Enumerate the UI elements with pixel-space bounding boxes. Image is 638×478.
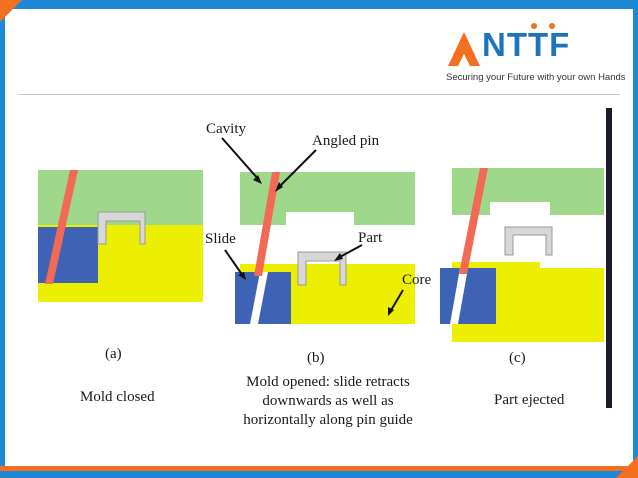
logo-dot-icon (531, 23, 537, 29)
label-slide: Slide (205, 231, 236, 247)
right-frame-bar (633, 0, 638, 478)
top-frame-bar (0, 0, 638, 9)
panel-c-caption: Part ejected (494, 392, 565, 408)
label-cavity: Cavity (206, 121, 246, 137)
panel-a-part (97, 211, 146, 245)
slide-edge-bar (606, 108, 612, 408)
header-divider (18, 94, 620, 95)
panel-c-drawing (440, 168, 604, 342)
panel-c-part (504, 226, 553, 256)
panel-b-cavity (240, 172, 415, 225)
panel-c-slide (440, 268, 496, 324)
panel-c-id: (c) (509, 350, 526, 366)
label-core: Core (402, 272, 432, 288)
top-left-corner-accent (0, 0, 22, 22)
label-part: Part (358, 230, 383, 246)
panel-a-slide (38, 227, 98, 283)
panel-b-id: (b) (307, 350, 325, 366)
bottom-right-corner-accent (616, 456, 638, 478)
panel-a-angled-pin (45, 170, 78, 284)
nttf-logo (448, 23, 555, 66)
bottom-accent-bar (0, 466, 638, 471)
logo-brand: NTTF (482, 26, 571, 63)
panel-a-caption: Mold closed (80, 389, 155, 405)
panel-a-drawing (38, 170, 203, 302)
panel-c-angled-pin (459, 168, 488, 274)
panel-b-caption-line: downwards as well as (262, 393, 394, 409)
panel-b-drawing (221, 137, 415, 324)
panel-c-cavity (452, 168, 604, 215)
logo-triangle-icon (448, 32, 480, 66)
panel-b-caption-line: Mold opened: slide retracts (246, 374, 410, 390)
label-angled-pin: Angled pin (312, 133, 380, 149)
panel-b-part (297, 251, 347, 286)
panel-b-caption-line: horizontally along pin guide (243, 412, 413, 428)
logo-tagline: Securing your Future with your own Hands (446, 72, 626, 83)
panel-a-id: (a) (105, 346, 122, 362)
panel-b-caption: Mold opened: slide retracts downwards as… (232, 373, 424, 430)
logo-dot-icon (549, 23, 555, 29)
panel-b-angled-pin (254, 172, 280, 276)
left-frame-bar (0, 0, 5, 478)
